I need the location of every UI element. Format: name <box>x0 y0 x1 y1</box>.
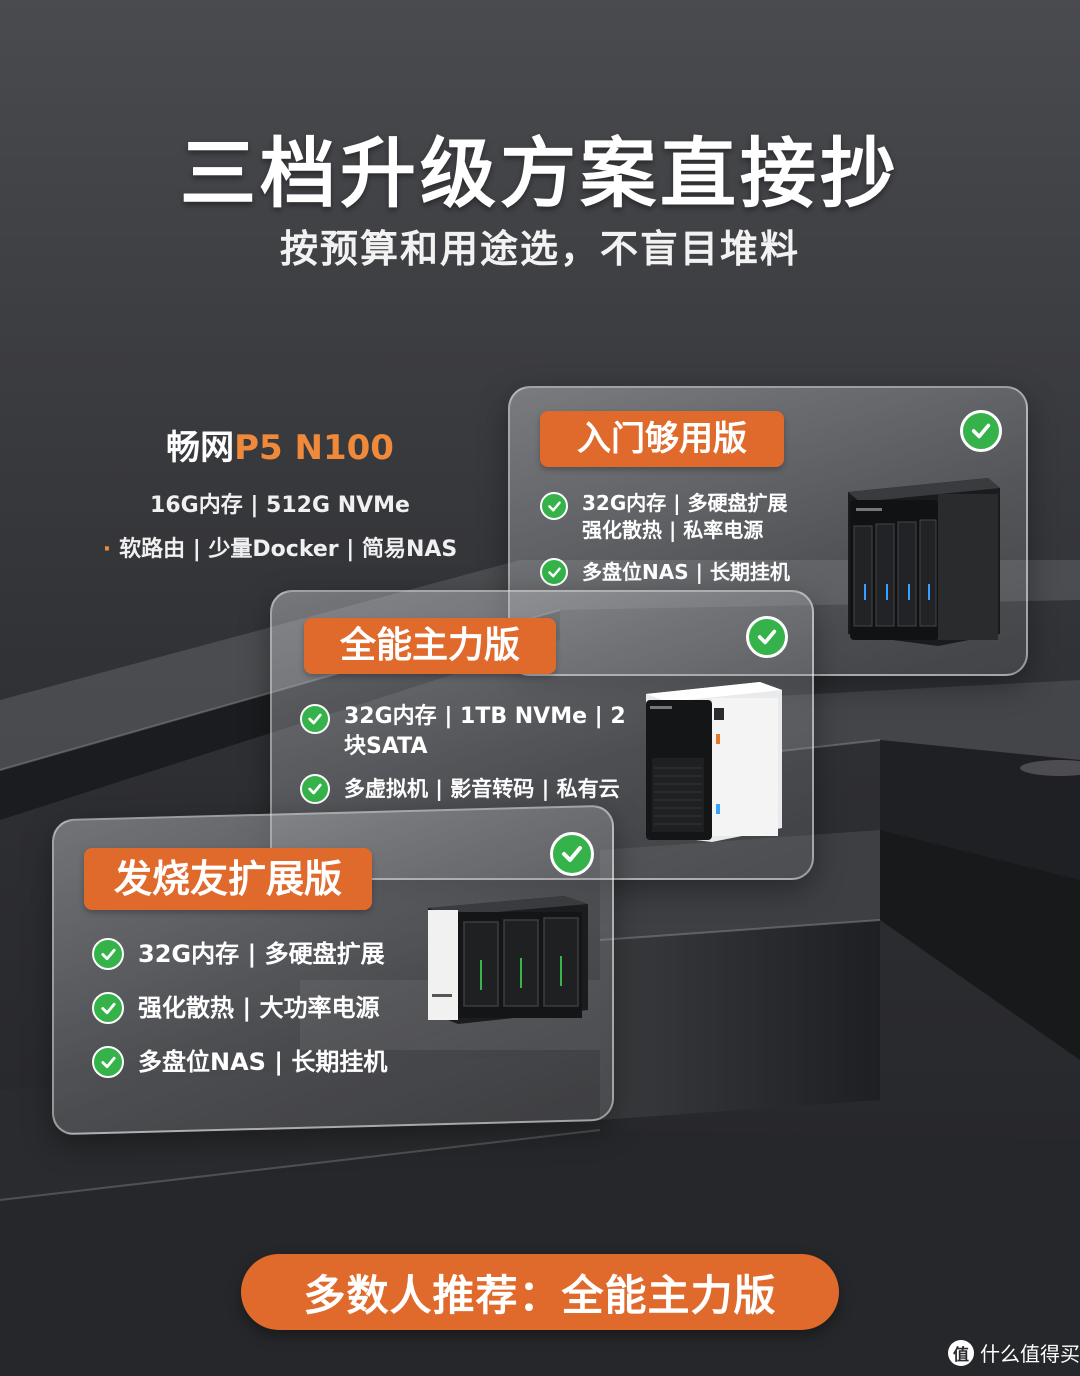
badge-main: 全能主力版 <box>304 618 556 674</box>
check-icon <box>540 558 568 586</box>
base-name-accent: P5 N100 <box>234 428 394 468</box>
base-name-prefix: 畅网 <box>166 428 235 468</box>
base-spec-line: 16G内存 | 512G NVMe <box>150 493 410 518</box>
feature-item: 32G内存 | 多硬盘扩展 <box>92 938 422 970</box>
check-icon <box>300 774 330 804</box>
feature-text: 32G内存 | 多硬盘扩展 <box>582 491 788 515</box>
badge-enthusiast: 发烧友扩展版 <box>84 848 372 910</box>
badge-entry: 入门够用版 <box>540 411 784 467</box>
feature-text: 多盘位NAS | 长期挂机 <box>138 1048 388 1076</box>
check-icon <box>92 992 124 1024</box>
base-device-name: 畅网P5 N100 <box>100 420 460 469</box>
watermark-label: 什么值得买 <box>980 1342 1080 1366</box>
check-icon <box>960 410 1002 452</box>
recommend-button[interactable]: 多数人推荐：全能主力版 <box>241 1254 839 1330</box>
nas-3bay-icon <box>424 894 592 1030</box>
feature-text: 32G内存 | 多硬盘扩展 <box>138 940 385 968</box>
check-icon <box>300 704 330 734</box>
page-subtitle: 按预算和用途选，不盲目堆料 <box>279 227 800 271</box>
feature-text: 强化散热 | 大功率电源 <box>138 994 380 1022</box>
feature-item: 多盘位NAS | 长期挂机 <box>540 558 830 586</box>
feature-item: 多虚拟机 | 影音转码 | 私有云 <box>300 774 630 804</box>
feature-item: 强化散热 | 大功率电源 <box>92 992 422 1024</box>
smzdm-logo-icon: 值 <box>948 1339 974 1366</box>
base-use-line: · 软路由 | 少量Docker | 简易NAS <box>100 531 460 563</box>
check-icon <box>550 832 594 876</box>
check-icon <box>92 1046 124 1078</box>
feature-item: 32G内存 | 多硬盘扩展 强化散热 | 私率电源 <box>540 490 810 544</box>
feature-text: 强化散热 | 私率电源 <box>582 518 764 542</box>
base-use-text: 软路由 | 少量Docker | 简易NAS <box>119 537 458 562</box>
feature-text: 多虚拟机 | 影音转码 | 私有云 <box>344 777 620 801</box>
check-icon <box>540 492 568 520</box>
feature-text: 32G内存 | 1TB NVMe | 2 <box>344 704 626 729</box>
bullet-dot: · <box>102 537 112 562</box>
base-config: 畅网P5 N100 16G内存 | 512G NVMe · 软路由 | 少量Doc… <box>100 420 460 563</box>
check-icon <box>92 938 124 970</box>
page-title: 三档升级方案直接抄 <box>180 129 900 218</box>
watermark: 值 什么值得买 <box>948 1338 1080 1367</box>
feature-item: 32G内存 | 1TB NVMe | 2 块SATA <box>300 702 630 761</box>
check-icon <box>746 616 788 658</box>
nas-4bay-icon <box>838 474 1004 654</box>
feature-text: 多盘位NAS | 长期挂机 <box>582 560 790 584</box>
feature-text: 块SATA <box>344 733 428 759</box>
nas-2bay-icon <box>640 678 786 850</box>
feature-item: 多盘位NAS | 长期挂机 <box>92 1046 422 1078</box>
